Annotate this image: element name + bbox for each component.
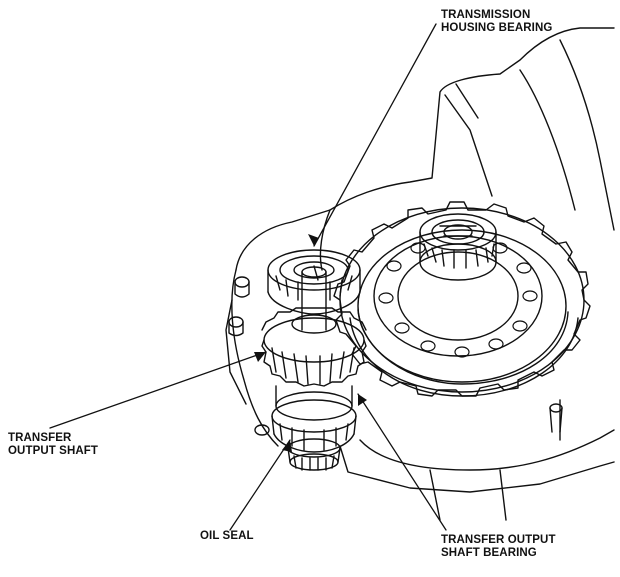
final-drive-ring-gear xyxy=(333,201,591,397)
label-transfer-output-shaft-bearing: TRANSFER OUTPUT SHAFT BEARING xyxy=(441,534,556,560)
label-line: TRANSFER OUTPUT xyxy=(441,534,556,546)
transfer-output-shaft-assembly xyxy=(261,249,367,471)
label-transfer-output-shaft: TRANSFER OUTPUT SHAFT xyxy=(8,432,98,458)
differential-carrier xyxy=(373,213,543,358)
housing-bolts xyxy=(228,276,563,436)
label-oil-seal: OIL SEAL xyxy=(200,530,254,543)
label-line: SHAFT BEARING xyxy=(441,547,537,559)
label-line: TRANSMISSION xyxy=(441,9,531,21)
label-line: TRANSFER xyxy=(8,432,72,444)
label-line: OIL SEAL xyxy=(200,530,254,542)
callout-arrowheads xyxy=(254,234,367,452)
transmission-housing xyxy=(225,27,615,521)
callout-leaders xyxy=(49,23,447,531)
label-line: HOUSING BEARING xyxy=(441,22,553,34)
label-transmission-housing-bearing: TRANSMISSION HOUSING BEARING xyxy=(441,9,552,35)
label-line: OUTPUT SHAFT xyxy=(8,445,98,457)
